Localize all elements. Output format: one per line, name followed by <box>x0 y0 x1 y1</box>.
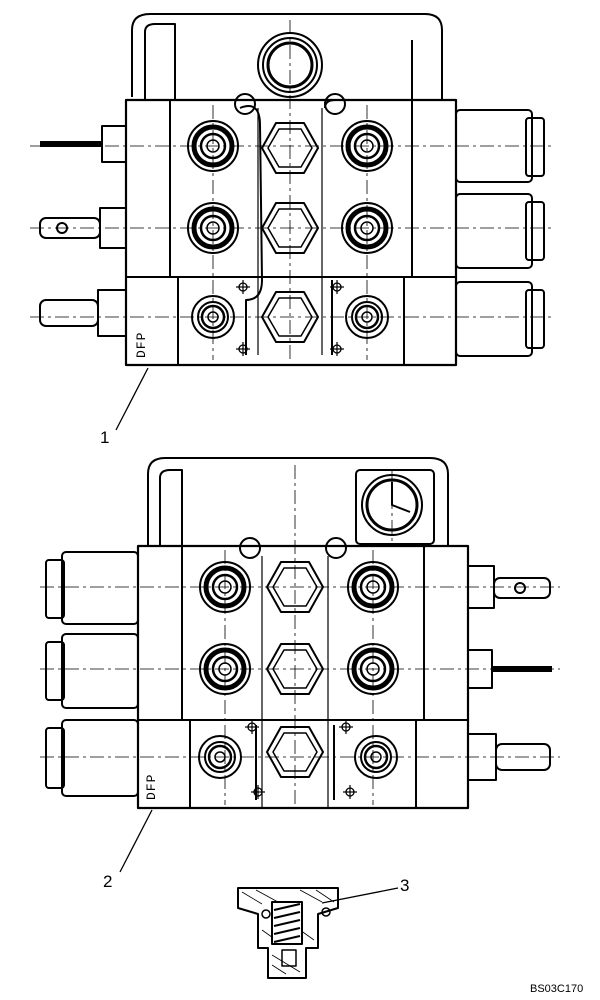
dfp-marking-1: DFP <box>134 331 149 358</box>
callout-2: 2 <box>103 872 113 891</box>
part-3-cartridge <box>237 887 399 979</box>
callout-1: 1 <box>100 428 110 447</box>
valve-2 <box>40 457 560 873</box>
dfp-marking-2: DFP <box>144 773 159 800</box>
valve-1 <box>30 13 555 431</box>
figure-code: BS03C170 <box>530 983 584 995</box>
callout-3: 3 <box>400 876 410 895</box>
